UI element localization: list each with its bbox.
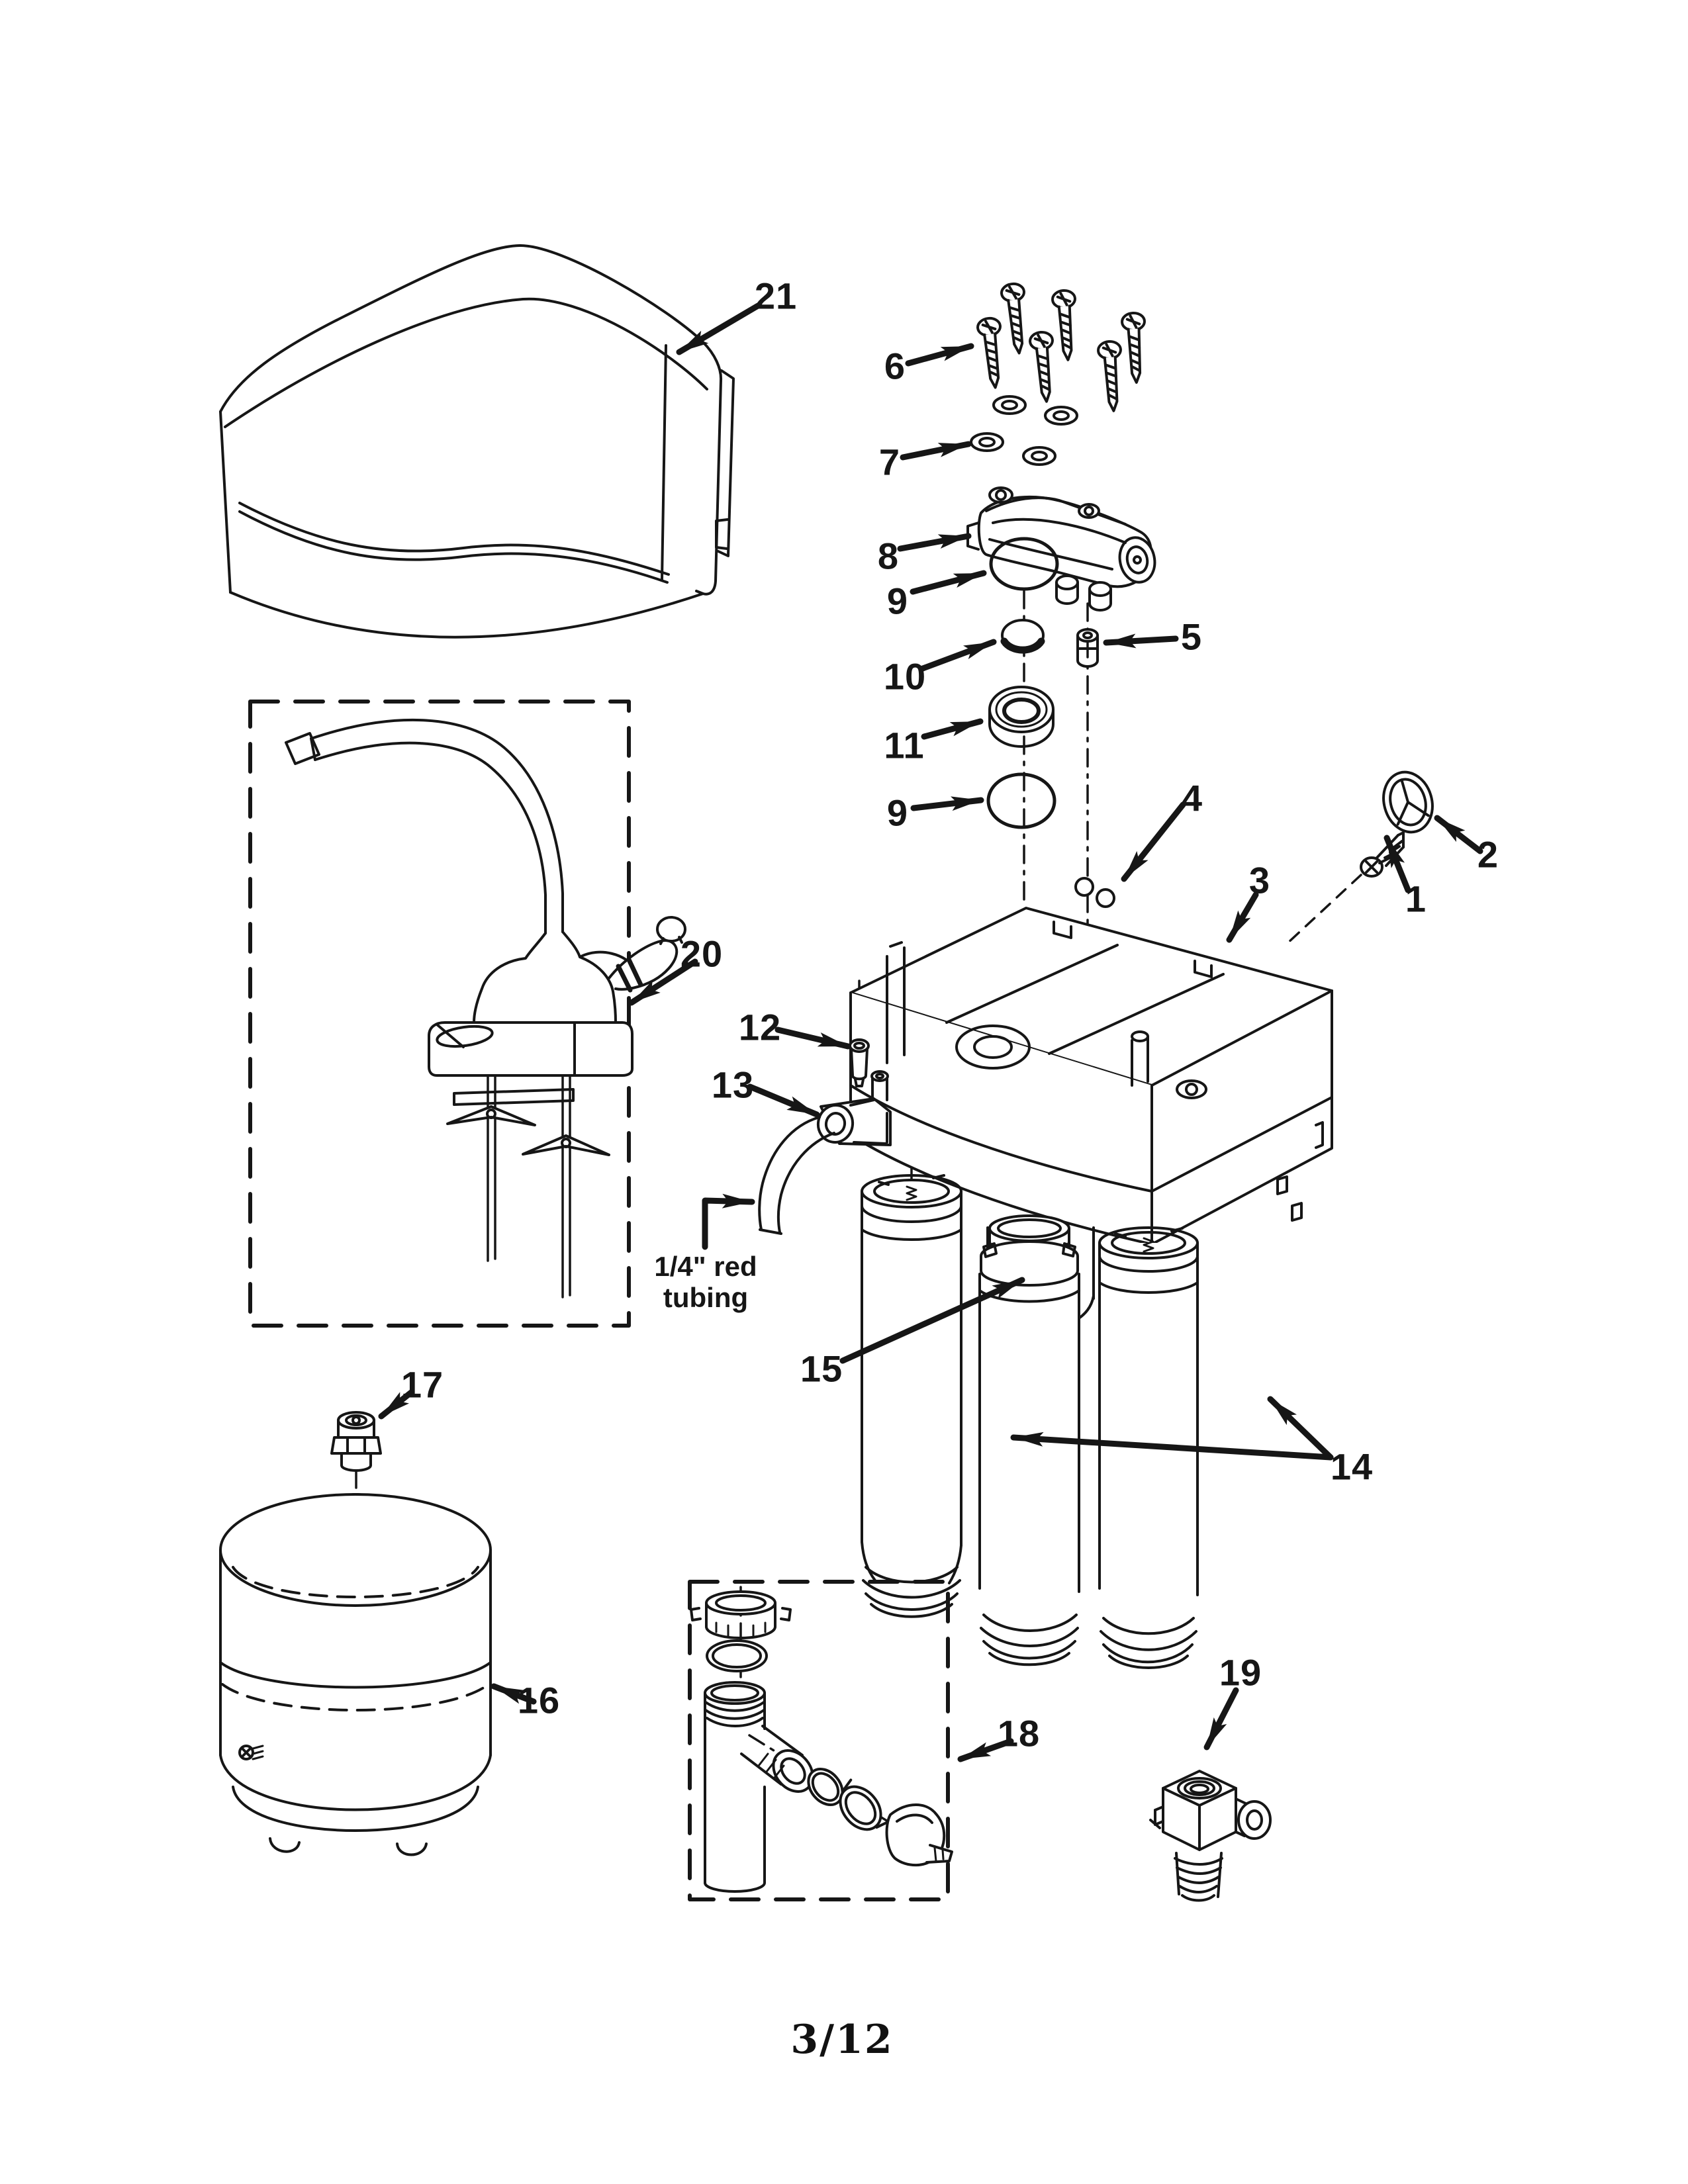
callout-3: 3 [1248, 859, 1271, 901]
part-12-fitting [849, 1038, 870, 1087]
red-tubing [758, 1116, 835, 1235]
part-5-insert [1076, 628, 1099, 668]
part-18-drain-assembly [690, 1590, 953, 1893]
part-20-faucet-box [248, 700, 631, 1328]
callout-7: 7 [878, 441, 901, 483]
filter-middle-15 [978, 1214, 1080, 1666]
callout-4: 4 [1181, 777, 1203, 819]
callout-arrows [378, 302, 1483, 1762]
part-10-cup-seal [1000, 619, 1045, 654]
part-9-oring-top [989, 537, 1059, 591]
tubing-note: 1/4" red tubing [654, 1251, 757, 1313]
part-11-seal-ring [988, 686, 1055, 748]
part-7-washers [970, 395, 1078, 466]
callout-6: 6 [884, 345, 906, 387]
callout-9-bottom: 9 [886, 792, 909, 834]
callout-13: 13 [711, 1064, 755, 1106]
screw1-alignment-line [1286, 874, 1362, 945]
part-21-cover [219, 244, 735, 639]
callout-14: 14 [1330, 1445, 1374, 1488]
part-19-valve [1149, 1770, 1272, 1902]
tubing-note-line2: tubing [663, 1282, 749, 1313]
callout-12: 12 [738, 1006, 782, 1048]
part-17-tank-fitting [330, 1411, 382, 1472]
callout-9-top: 9 [886, 580, 909, 622]
callout-18: 18 [997, 1712, 1041, 1754]
callout-5: 5 [1180, 615, 1203, 658]
callout-8: 8 [877, 535, 900, 577]
callout-19: 19 [1219, 1651, 1262, 1694]
part-18-drain-box [688, 1580, 950, 1901]
callout-15: 15 [800, 1347, 843, 1390]
part-2-ring [1382, 770, 1434, 834]
callout-20: 20 [680, 933, 724, 975]
callout-17: 17 [400, 1363, 444, 1406]
callout-1: 1 [1405, 878, 1427, 920]
callout-10: 10 [883, 655, 927, 698]
page-number: 3/12 [790, 2017, 894, 2063]
filter-left [861, 1174, 962, 1618]
part-8-manifold [966, 486, 1156, 612]
callout-2: 2 [1477, 833, 1499, 876]
callout-11: 11 [884, 724, 925, 766]
part-16-tank [219, 1493, 492, 1856]
callout-16: 16 [517, 1679, 561, 1721]
part-13-elbow [816, 1070, 892, 1146]
part-4-orings [1074, 877, 1115, 908]
tubing-note-line1: 1/4" red [654, 1250, 757, 1282]
part-9-oring-bottom [986, 772, 1056, 829]
filter-right [1098, 1226, 1199, 1669]
part-6-screws [975, 281, 1148, 413]
part-20-faucet [285, 718, 686, 1298]
callout-21: 21 [754, 275, 798, 317]
